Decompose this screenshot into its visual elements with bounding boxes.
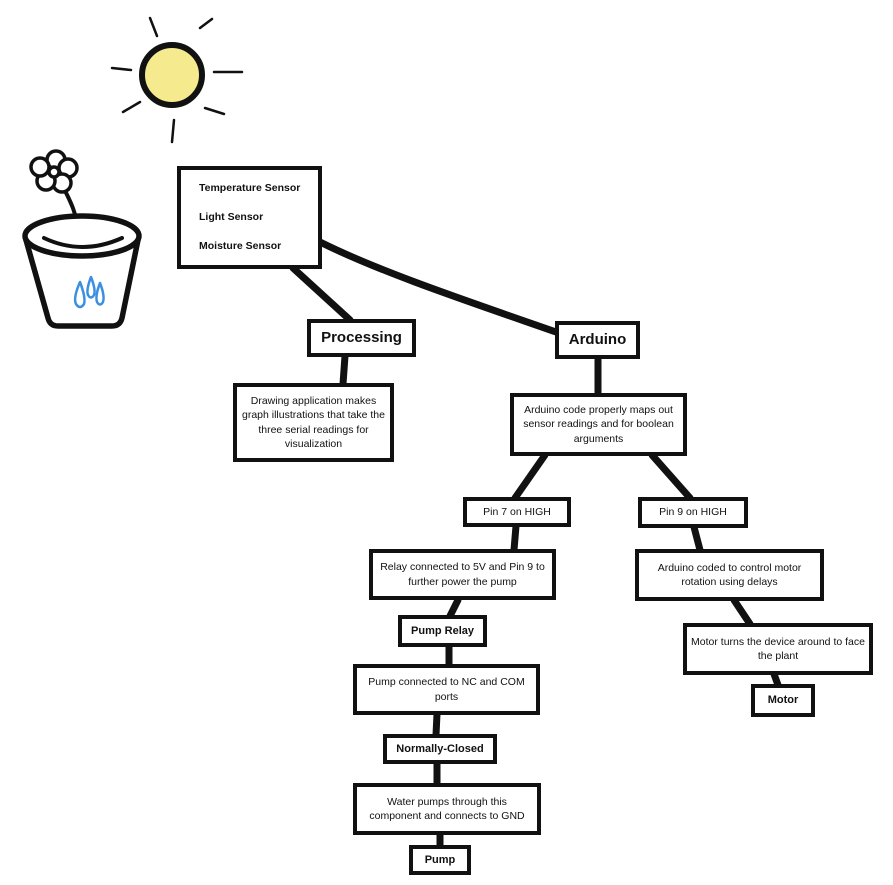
normally-closed-label: Normally-Closed <box>396 742 484 755</box>
pump-node: Pump <box>409 845 471 875</box>
pump-relay-node: Pump Relay <box>398 615 487 647</box>
processing-label: Processing <box>321 328 402 346</box>
pump-connected-text: Pump connected to NC and COM ports <box>368 676 525 703</box>
connector-processing-drawing <box>339 352 349 388</box>
pin7-label: Pin 7 on HIGH <box>483 505 551 518</box>
connector-pin9-motorcode <box>690 523 704 554</box>
pin9-node: Pin 9 on HIGH <box>638 497 748 528</box>
motor-label: Motor <box>767 694 799 707</box>
connector-code-pin9 <box>648 451 694 502</box>
motor-turns-text: Motor turns the device around to face th… <box>691 635 865 662</box>
relay-connected-node: Relay connected to 5V and Pin 9 to furth… <box>369 549 556 600</box>
arduino-node: Arduino <box>555 321 640 359</box>
pin9-label: Pin 9 on HIGH <box>659 506 727 519</box>
motor-turns-node: Motor turns the device around to face th… <box>683 623 873 675</box>
connector-lines <box>289 238 782 850</box>
connector-pumpconn-nc <box>432 710 441 739</box>
connector-code-pin7 <box>511 451 549 502</box>
drawing-application-node: Drawing application makes graph illustra… <box>233 383 394 462</box>
arduino-label: Arduino <box>568 330 627 348</box>
arduino-code-text: Arduino code properly maps out sensor re… <box>523 404 674 445</box>
connector-motorturns-motor <box>770 670 782 689</box>
water-pumps-node: Water pumps through this component and c… <box>353 783 541 835</box>
pump-relay-label: Pump Relay <box>411 624 474 637</box>
moisture-sensor-label: Moisture Sensor <box>199 240 282 253</box>
temperature-sensor-label: Temperature Sensor <box>199 182 301 195</box>
connector-pin7-relay <box>510 522 520 554</box>
sun-icon <box>110 16 244 144</box>
flower-pot-icon <box>22 149 142 329</box>
normally-closed-node: Normally-Closed <box>383 734 497 764</box>
connector-sensors-processing <box>289 264 354 324</box>
relay-connected-text: Relay connected to 5V and Pin 9 to furth… <box>380 561 545 588</box>
pump-label: Pump <box>424 853 456 866</box>
connector-motorcode-motorturns <box>730 596 754 628</box>
connector-sensors-arduino <box>316 238 560 336</box>
pin7-node: Pin 7 on HIGH <box>463 497 571 527</box>
drawing-application-text: Drawing application makes graph illustra… <box>241 395 385 450</box>
motor-code-text: Arduino coded to control motor rotation … <box>657 561 802 588</box>
sensors-box: Temperature Sensor Light Sensor Moisture… <box>177 166 322 269</box>
light-sensor-label: Light Sensor <box>199 211 264 224</box>
pump-connected-node: Pump connected to NC and COM ports <box>353 664 540 715</box>
motor-code-node: Arduino coded to control motor rotation … <box>635 549 824 601</box>
water-pumps-text: Water pumps through this component and c… <box>369 795 525 822</box>
arduino-code-node: Arduino code properly maps out sensor re… <box>510 393 687 456</box>
connector-relay-pumprelay <box>446 596 462 620</box>
processing-node: Processing <box>307 319 416 357</box>
motor-node: Motor <box>751 684 815 717</box>
